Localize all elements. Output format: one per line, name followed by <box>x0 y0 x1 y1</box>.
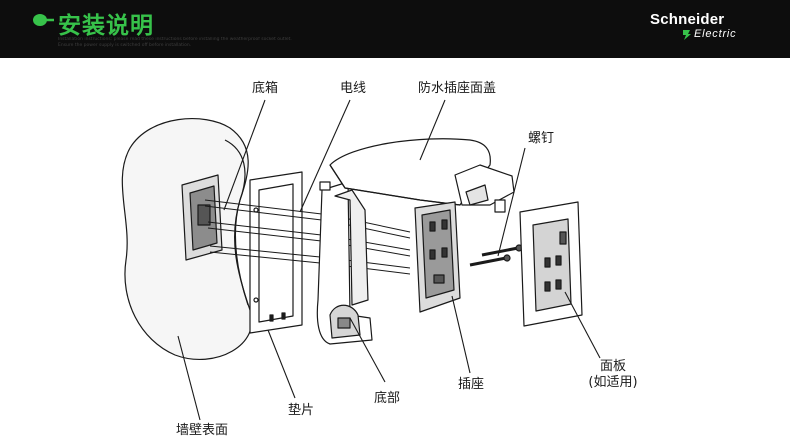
brand-name: Schneider <box>650 11 725 28</box>
label-screw: 螺钉 <box>528 131 555 146</box>
label-panel: 面板 <box>599 359 626 374</box>
label-base: 底部 <box>374 391 401 406</box>
label-socket: 插座 <box>458 377 485 392</box>
label-cover: 防水插座面盖 <box>418 81 497 96</box>
face-plate <box>519 201 583 327</box>
weatherproof-cover <box>319 138 515 213</box>
label-wall: 墙壁表面 <box>176 423 229 438</box>
label-back-box: 底箱 <box>252 81 279 96</box>
brand-sub: Electric <box>694 28 737 40</box>
back-box <box>181 174 223 261</box>
exploded-diagram <box>121 99 601 421</box>
base-housing <box>316 181 373 345</box>
brand-logo: Schneider Electric <box>650 11 775 43</box>
label-panel-note: (如适用) <box>588 375 638 390</box>
label-gasket: 垫片 <box>288 403 315 418</box>
screws <box>469 244 523 267</box>
leaf-bullet-icon <box>33 14 54 26</box>
header-subtext: Installation instructions: please read t… <box>58 37 292 48</box>
lifeis-on-icon <box>683 30 691 40</box>
leader-lines <box>177 99 601 421</box>
label-wire: 电线 <box>340 81 367 96</box>
header-bar: 安装说明 Installation instructions: please r… <box>0 0 790 58</box>
socket-module <box>414 201 461 313</box>
page-title: 安装说明 <box>58 13 154 39</box>
